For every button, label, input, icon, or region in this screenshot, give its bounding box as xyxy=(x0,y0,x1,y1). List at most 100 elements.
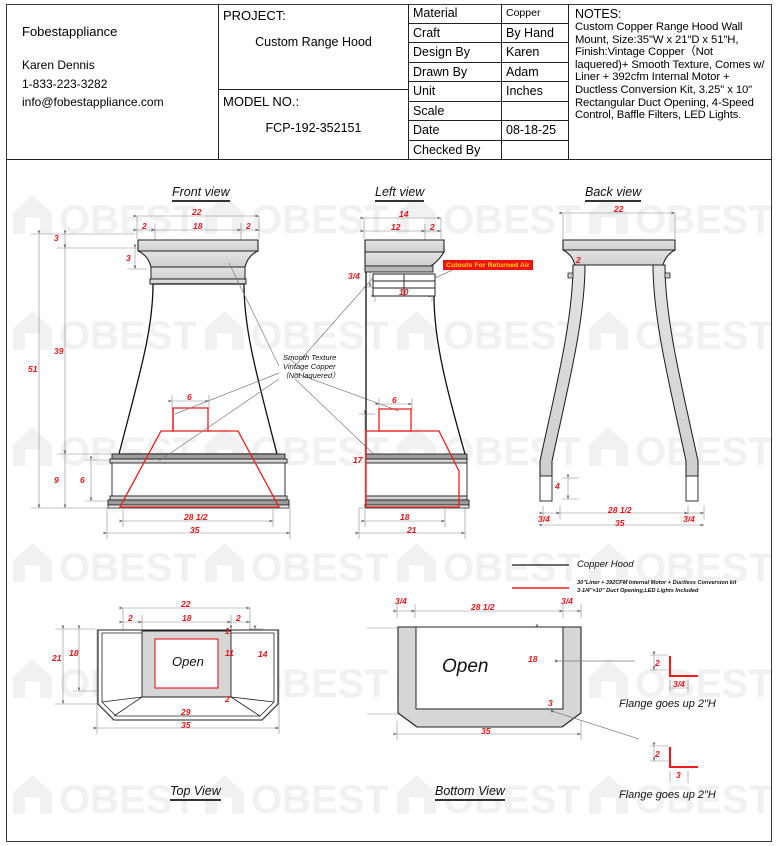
company-block: Fobestappliance Karen Dennis 1-833-223-3… xyxy=(6,4,219,159)
company-name: Fobestappliance xyxy=(22,24,118,39)
title-block: Fobestappliance Karen Dennis 1-833-223-3… xyxy=(6,4,772,160)
table-row: Drawn By Adam xyxy=(409,62,568,82)
bottom-view-open-label: Open xyxy=(442,656,489,677)
notes-block: NOTES: Custom Copper Range Hood Wall Mou… xyxy=(569,4,772,159)
spec-key: Material xyxy=(409,4,502,23)
dim-top-outer: 22 xyxy=(181,599,191,609)
view-title-left: Left view xyxy=(375,185,425,202)
dim-flange-top-thickness: 3/4 xyxy=(673,679,685,689)
dim-top-depth-inner: 18 xyxy=(69,648,79,658)
flange-note-bottom: Flange goes up 2"H xyxy=(619,789,716,801)
spec-key: Scale xyxy=(409,101,502,120)
notes-title: NOTES: xyxy=(575,7,622,21)
dim-top-depth-outer: 21 xyxy=(52,653,62,663)
dim-top-front-inner: 29 xyxy=(181,707,191,717)
dim-top-right-inset: 2 xyxy=(236,613,241,623)
model-cell: MODEL NO.: FCP-192-352151 xyxy=(219,90,408,160)
dim-bottom-outer: 35 xyxy=(481,726,491,736)
dim-left-duct-width: 6 xyxy=(392,395,397,405)
view-title-front: Front view xyxy=(172,185,230,202)
dim-top-open-mid: 11 xyxy=(225,648,234,658)
texture-note-line2: Vintage Copper xyxy=(283,362,336,371)
top-view-open-label: Open xyxy=(172,654,204,669)
dim-back-bottom-outer: 35 xyxy=(615,518,625,528)
spec-key: Checked By xyxy=(409,140,502,160)
dim-front-right-inset: 2 xyxy=(246,221,251,231)
dim-front-left-inset: 2 xyxy=(142,221,147,231)
table-row: Checked By xyxy=(409,140,568,161)
dim-bottom-front-lip: 3 xyxy=(548,698,553,708)
legend-kit-line1: 30"Liner + 392CFM Internal Motor + Ductl… xyxy=(577,580,737,586)
dim-back-bottom-inner: 28 1/2 xyxy=(608,505,632,515)
dim-front-top-inner: 18 xyxy=(193,221,203,231)
texture-note-line1: Smooth Texture xyxy=(283,353,337,362)
spec-key: Drawn By xyxy=(409,62,502,81)
dim-bottom-inner: 28 1/2 xyxy=(471,602,495,612)
project-block: PROJECT: Custom Range Hood MODEL NO.: FC… xyxy=(219,4,409,159)
dim-top-open-bot: 2 xyxy=(225,694,230,704)
technical-drawing-svg: OBEST xyxy=(7,161,771,841)
model-value: FCP-192-352151 xyxy=(265,121,362,135)
dim-back-leg-height: 4 xyxy=(555,481,560,491)
legend-kit-line2: 3-1/4"×10" Duct Opening,LED Lights Inclu… xyxy=(577,588,699,594)
dim-front-body-height: 39 xyxy=(54,346,64,356)
dim-flange-top-rise: 2 xyxy=(655,658,660,668)
dim-back-right-flange: 3/4 xyxy=(683,514,695,524)
table-row: Date 08-18-25 xyxy=(409,121,568,141)
view-title-top: Top View xyxy=(170,784,221,801)
dim-front-crown: 3 xyxy=(54,233,59,243)
dim-front-bottom-outer: 35 xyxy=(190,525,200,535)
spec-value: 08-18-25 xyxy=(506,123,557,137)
flange-note-top: Flange goes up 2"H xyxy=(619,698,716,710)
spec-value xyxy=(502,141,568,161)
dim-front-duct-width: 6 xyxy=(187,392,192,402)
dim-back-lip: 2 xyxy=(576,255,581,265)
dim-top-left-inset: 2 xyxy=(128,613,133,623)
dim-top-depth-side: 14 xyxy=(258,649,268,659)
project-label: PROJECT: xyxy=(223,8,286,23)
spec-key: Unit xyxy=(409,82,502,101)
dim-left-mid-height: 17 xyxy=(353,455,363,465)
spec-key: Craft xyxy=(409,23,502,42)
spec-value: Adam xyxy=(506,64,539,79)
spec-key: Date xyxy=(409,121,502,140)
view-title-bottom: Bottom View xyxy=(435,784,505,801)
table-row: Material Copper xyxy=(409,4,568,24)
dim-top-front-outer: 35 xyxy=(181,720,191,730)
dim-left-top-inner: 12 xyxy=(391,222,401,232)
project-value: Custom Range Hood xyxy=(255,35,372,49)
dim-front-total-height: 51 xyxy=(28,364,38,374)
dim-back-top-outer: 22 xyxy=(614,204,624,214)
dim-front-base-face: 6 xyxy=(80,475,85,485)
view-title-back: Back view xyxy=(585,185,642,202)
page-border xyxy=(6,4,772,842)
contact-email: info@fobestappliance.com xyxy=(22,95,164,110)
project-cell: PROJECT: Custom Range Hood xyxy=(219,4,408,90)
spec-value xyxy=(502,102,568,121)
dim-flange-bottom-thickness: 3 xyxy=(676,770,681,780)
table-row: Design By Karen xyxy=(409,43,568,63)
dim-bottom-right-flange: 3/4 xyxy=(561,596,573,606)
dim-top-inner: 18 xyxy=(182,613,192,623)
spec-table: Material Copper Craft By Hand Design By … xyxy=(409,4,569,161)
drawing-canvas: OBEST xyxy=(7,161,771,841)
model-label: MODEL NO.: xyxy=(223,94,300,109)
contact-phone: 1-833-223-3282 xyxy=(22,76,108,91)
dim-left-top-inset: 2 xyxy=(430,222,435,232)
table-row: Scale xyxy=(409,101,568,121)
dim-left-vent-height: 3/4 xyxy=(348,271,360,281)
dim-front-base-total: 9 xyxy=(54,475,59,485)
dim-bottom-left-flange: 3/4 xyxy=(395,596,407,606)
spec-value: Karen xyxy=(506,45,540,59)
dim-flange-bottom-rise: 2 xyxy=(655,749,660,759)
dim-left-bottom-inner: 18 xyxy=(400,512,410,522)
spec-key: Design By xyxy=(409,43,502,62)
dim-front-top-outer: 22 xyxy=(192,207,202,217)
spec-value: Inches xyxy=(506,84,543,98)
dim-back-left-flange: 3/4 xyxy=(538,514,550,524)
dim-front-bottom-inner: 28 1/2 xyxy=(184,512,208,522)
texture-note-line3: （Not laquered） xyxy=(281,371,340,380)
table-row: Unit Inches xyxy=(409,82,568,102)
dim-bottom-depth: 18 xyxy=(528,654,538,664)
